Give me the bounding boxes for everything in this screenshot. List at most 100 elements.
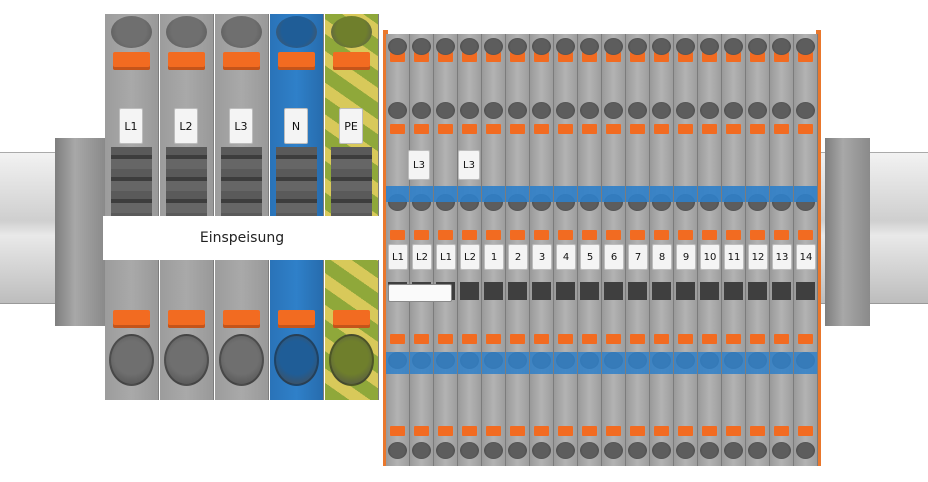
push-lever-icon [558, 334, 573, 344]
push-lever-icon [510, 124, 525, 134]
push-lever-icon [333, 52, 370, 70]
wire-entry-icon [388, 102, 407, 119]
jumper-slot-icon [484, 282, 503, 300]
busbar-slot-icon [221, 147, 262, 217]
push-lever-icon [558, 124, 573, 134]
module-marker: 4 [556, 244, 576, 270]
wire-entry-icon [652, 38, 671, 55]
busbar-slot-icon [276, 147, 317, 217]
push-lever-icon [582, 230, 597, 240]
wire-entry-icon [556, 38, 575, 55]
wire-entry-icon [724, 442, 743, 459]
push-lever-icon [486, 124, 501, 134]
push-lever-icon [414, 52, 429, 62]
wire-entry-icon [724, 38, 743, 55]
wire-entry-icon [748, 442, 767, 459]
blue-conductor-band [602, 352, 625, 374]
push-lever-icon [678, 124, 693, 134]
push-lever-icon [558, 230, 573, 240]
wire-entry-icon [604, 442, 623, 459]
wire-entry-icon [460, 102, 479, 119]
blue-conductor-band [578, 352, 601, 374]
wire-entry-icon [508, 102, 527, 119]
push-lever-icon [678, 426, 693, 436]
push-lever-icon [774, 230, 789, 240]
blue-conductor-band [674, 186, 697, 202]
feed-terminal [215, 14, 269, 400]
wire-entry-icon [628, 38, 647, 55]
feed-marker: PE [339, 108, 363, 144]
push-lever-icon [750, 334, 765, 344]
wire-entry-icon [164, 334, 209, 386]
push-lever-icon [582, 426, 597, 436]
module-marker: 1 [484, 244, 504, 270]
feed-terminal [270, 14, 324, 400]
blue-conductor-band [554, 352, 577, 374]
module-marker: 14 [796, 244, 816, 270]
module-marker: 8 [652, 244, 672, 270]
wire-entry-icon [556, 442, 575, 459]
push-lever-icon [414, 334, 429, 344]
push-lever-icon [510, 230, 525, 240]
push-lever-icon [113, 310, 150, 328]
feed-terminal [105, 14, 159, 400]
wire-entry-icon [700, 442, 719, 459]
jumper-slot-icon [700, 282, 719, 300]
end-clamp-right [825, 138, 870, 326]
blue-conductor-band [746, 186, 769, 202]
push-lever-icon [462, 426, 477, 436]
jumper-slot-icon [676, 282, 695, 300]
blue-conductor-band [626, 186, 649, 202]
push-lever-icon [333, 310, 370, 328]
blue-conductor-band [722, 186, 745, 202]
feed-terminal [160, 14, 214, 400]
module-marker: 6 [604, 244, 624, 270]
push-lever-icon [750, 230, 765, 240]
push-lever-icon [278, 52, 315, 70]
blue-conductor-band [386, 186, 409, 202]
jumper-slot-icon [532, 282, 551, 300]
wire-entry-icon [329, 334, 374, 386]
wire-entry-icon [166, 16, 207, 48]
push-lever-icon [582, 334, 597, 344]
upper-marker: L3 [458, 150, 480, 180]
feed-marker: L2 [174, 108, 198, 144]
blue-conductor-band [650, 352, 673, 374]
module-marker: 7 [628, 244, 648, 270]
feed-marker: L3 [229, 108, 253, 144]
push-lever-icon [558, 426, 573, 436]
push-lever-icon [390, 52, 405, 62]
push-lever-icon [774, 426, 789, 436]
jumper-slot-icon [652, 282, 671, 300]
wire-entry-icon [460, 38, 479, 55]
push-lever-icon [510, 52, 525, 62]
blue-conductor-band [746, 352, 769, 374]
wire-entry-icon [772, 38, 791, 55]
push-lever-icon [534, 230, 549, 240]
wire-entry-icon [676, 102, 695, 119]
wire-entry-icon [436, 38, 455, 55]
blue-conductor-band [698, 352, 721, 374]
push-lever-icon [438, 52, 453, 62]
push-lever-icon [726, 52, 741, 62]
push-lever-icon [462, 124, 477, 134]
wire-entry-icon [412, 102, 431, 119]
push-lever-icon [750, 52, 765, 62]
feed-marker: N [284, 108, 308, 144]
wire-entry-icon [724, 102, 743, 119]
wire-entry-icon [748, 38, 767, 55]
push-lever-icon [486, 230, 501, 240]
blue-conductor-band [506, 352, 529, 374]
blue-conductor-band [530, 186, 553, 202]
jumper-slot-icon [796, 282, 815, 300]
blue-conductor-band [674, 352, 697, 374]
push-lever-icon [278, 310, 315, 328]
blue-conductor-band [770, 186, 793, 202]
push-lever-icon [726, 426, 741, 436]
wire-entry-icon [412, 38, 431, 55]
wire-entry-icon [460, 442, 479, 459]
push-lever-icon [414, 230, 429, 240]
wire-entry-icon [436, 442, 455, 459]
push-lever-icon [168, 310, 205, 328]
wire-entry-icon [388, 442, 407, 459]
